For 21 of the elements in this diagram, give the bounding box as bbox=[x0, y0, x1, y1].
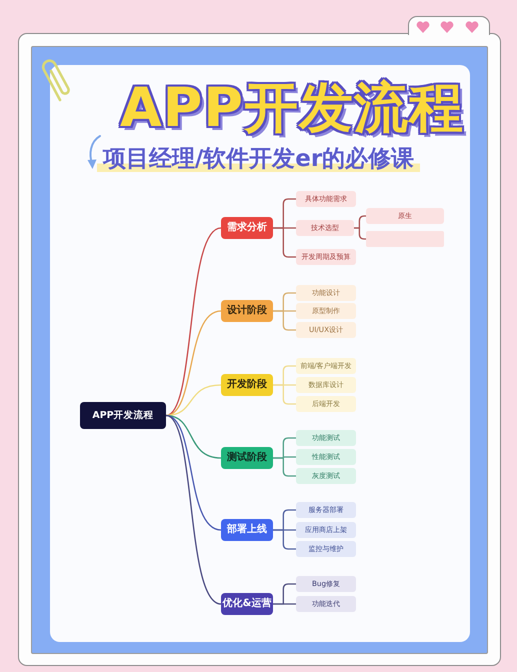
stage-box: 部署上线 bbox=[221, 519, 273, 541]
connector bbox=[353, 227, 367, 240]
stage-box: 优化&运营 bbox=[221, 593, 273, 615]
connector bbox=[272, 227, 297, 258]
connector bbox=[272, 529, 297, 550]
root-box: APP开发流程 bbox=[80, 402, 166, 429]
stage-box: 需求分析 bbox=[221, 217, 273, 239]
subtitle: 项目经理/软件开发er的必修课 bbox=[96, 146, 420, 174]
topic-box bbox=[366, 231, 444, 247]
title: APP开发流程 bbox=[120, 78, 464, 138]
connector bbox=[272, 457, 297, 477]
connector bbox=[165, 414, 222, 605]
connector bbox=[272, 384, 297, 405]
connector bbox=[165, 384, 222, 416]
connector bbox=[165, 310, 222, 416]
stage-box: 开发阶段 bbox=[221, 374, 273, 396]
stage-box: 设计阶段 bbox=[221, 300, 273, 322]
stage-box: 测试阶段 bbox=[221, 447, 273, 469]
connector bbox=[165, 227, 222, 416]
connector bbox=[272, 603, 297, 605]
connector bbox=[272, 310, 297, 331]
